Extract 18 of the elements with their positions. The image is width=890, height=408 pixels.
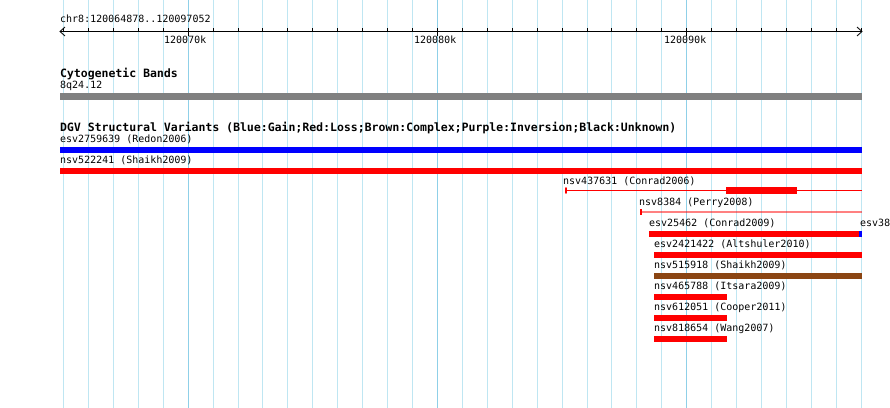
variant-label: esv25462 (Conrad2009): [649, 218, 776, 229]
variant-label: esv2759639 (Redon2006): [60, 134, 192, 145]
scale-label: 120080k: [414, 35, 456, 46]
variant-label: nsv437631 (Conrad2006): [563, 176, 696, 187]
variant-label: nsv8384 (Perry2008): [639, 197, 754, 208]
variant-label: nsv522241 (Shaikh2009): [60, 155, 192, 166]
track-title: Cytogenetic Bands: [60, 67, 178, 80]
variant-label: esv38: [860, 218, 890, 229]
variant-label: nsv612051 (Cooper2011): [654, 302, 786, 313]
variant-label: nsv465788 (Itsara2009): [654, 281, 786, 292]
band-label: 8q24.12: [60, 80, 102, 91]
scale-label: 120090k: [664, 35, 706, 46]
track-title: DGV Structural Variants (Blue:Gain;Red:Loss;Brown:Complex;Purple:Inversion;Black:Unknown): [60, 121, 676, 134]
variant-label: nsv515918 (Shaikh2009): [654, 260, 786, 271]
region-label: chr8:120064878..120097052: [60, 14, 211, 25]
scale-label: 120070k: [164, 35, 206, 46]
variant-label: nsv818654 (Wang2007): [654, 323, 774, 334]
variant-label: esv2421422 (Altshuler2010): [654, 239, 811, 250]
